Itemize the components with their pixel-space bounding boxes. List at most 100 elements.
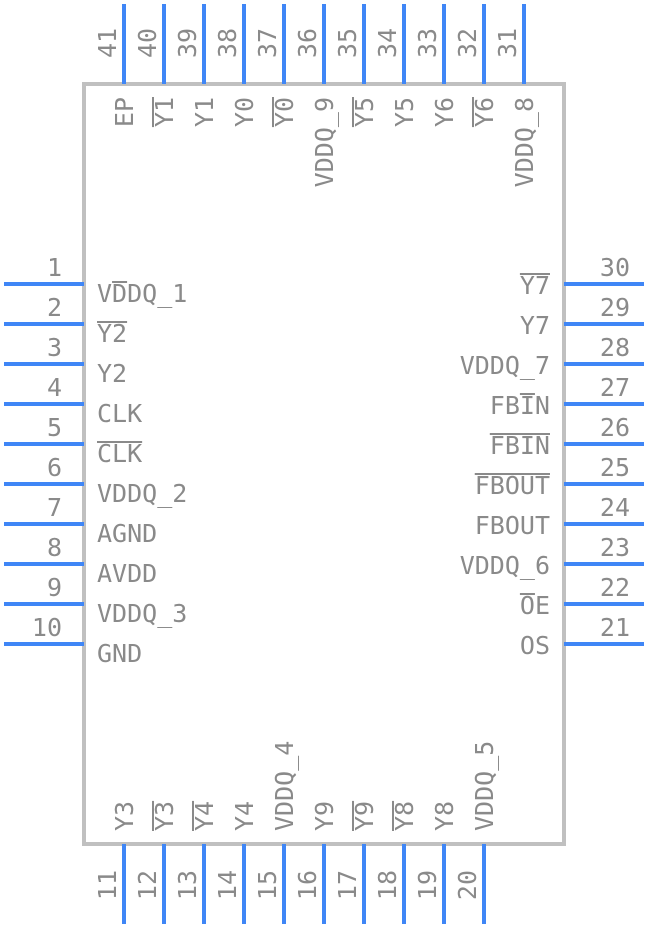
pin-13-number-group: 13 (173, 870, 202, 900)
pin-33-number-group: 33 (413, 28, 442, 58)
pin-24-number: 24 (600, 493, 630, 522)
pin-29-number: 29 (600, 293, 630, 322)
pin-19-label-group: Y8 (430, 801, 459, 831)
pin-25-label: FBOUT (475, 471, 550, 500)
pin-24-label: FBOUT (475, 511, 550, 540)
pin-30-number: 30 (600, 253, 630, 282)
pin-20-number-group: 20 (453, 870, 482, 900)
pin-39-number: 39 (173, 28, 202, 58)
pin-41-label-group: EP (110, 97, 139, 127)
pin-17-number: 17 (333, 870, 362, 900)
pin-41-label: EP (110, 97, 139, 127)
pin-13-number: 13 (173, 870, 202, 900)
pin-16-number: 16 (293, 870, 322, 900)
pin-32-number: 32 (453, 28, 482, 58)
pin-10-label: GND (97, 639, 142, 668)
pin-33-label-group: Y6 (430, 97, 459, 127)
pin-36-number: 36 (293, 28, 322, 58)
pin-23-number: 23 (600, 533, 630, 562)
pin-6-label: VDDQ_2 (97, 479, 187, 508)
pin-7-number: 7 (47, 493, 62, 522)
pin-12-label-group: Y3 (150, 801, 179, 831)
ic-body (82, 82, 566, 846)
pin-11-label-group: Y3 (110, 801, 139, 831)
pin-32-label: Y6 (470, 97, 499, 127)
pin-40-label: Y1 (150, 97, 179, 127)
pin-20-label-group: VDDQ_5 (470, 741, 499, 831)
pin-17-number-group: 17 (333, 870, 362, 900)
pin-5-number: 5 (47, 413, 62, 442)
pin-8-number: 8 (47, 533, 62, 562)
pin-39-label-group: Y1 (190, 97, 219, 127)
pin-15-number-group: 15 (253, 870, 282, 900)
pin-22-label: OE (520, 591, 550, 620)
pin-19-label: Y8 (430, 801, 459, 831)
pin-38-label-group: Y0 (230, 97, 259, 127)
pin-26-label: FBIN (490, 431, 550, 460)
pin-16-number-group: 16 (293, 870, 322, 900)
pin-4-label: CLK (97, 399, 142, 428)
pin-14-label-group: Y4 (230, 801, 259, 831)
pin-29-label: Y7 (520, 311, 550, 340)
pin-14-number-group: 14 (213, 870, 242, 900)
pin-19-number-group: 19 (413, 870, 442, 900)
pin-33-label: Y6 (430, 97, 459, 127)
pin-35-label: Y5 (350, 97, 379, 127)
pin-19-number: 19 (413, 870, 442, 900)
pin-34-label-group: Y5 (390, 97, 419, 127)
pin-27-label: FBIN (490, 391, 550, 420)
pin-37-number-group: 37 (253, 28, 282, 58)
pin-14-number: 14 (213, 870, 242, 900)
pin-40-number: 40 (133, 28, 162, 58)
pin-21-number: 21 (600, 613, 630, 642)
pin-6-number: 6 (47, 453, 62, 482)
pin-36-label: VDDQ_9 (310, 97, 339, 187)
pin-9-number: 9 (47, 573, 62, 602)
pin-28-label: VDDQ_7 (460, 351, 550, 380)
pin-32-label-group: Y6 (470, 97, 499, 127)
pin-31-number-group: 31 (493, 28, 522, 58)
pin-11-number-group: 11 (93, 870, 122, 900)
pin-33-number: 33 (413, 28, 442, 58)
pin-23-label: VDDQ_6 (460, 551, 550, 580)
pin-9-label: VDDQ_3 (97, 599, 187, 628)
pin-12-label: Y3 (150, 801, 179, 831)
pin-36-number-group: 36 (293, 28, 322, 58)
pin-35-label-group: Y5 (350, 97, 379, 127)
pin-17-label-group: Y9 (350, 801, 379, 831)
pin-13-label: Y4 (190, 801, 219, 831)
pin-20-label: VDDQ_5 (470, 741, 499, 831)
pin-17-label: Y9 (350, 801, 379, 831)
pin-13-label-group: Y4 (190, 801, 219, 831)
pin-4-number: 4 (47, 373, 62, 402)
pin-2-label: Y2 (97, 319, 127, 348)
pins-layer: 1VDDQ_12Y23Y24CLK5CLK6VDDQ_27AGND8AVDD9V… (4, 4, 644, 924)
pin-18-number-group: 18 (373, 870, 402, 900)
pin-34-label: Y5 (390, 97, 419, 127)
pin-31-label-group: VDDQ_8 (510, 97, 539, 187)
pin-38-number: 38 (213, 28, 242, 58)
pin-15-number: 15 (253, 870, 282, 900)
pin-2-number: 2 (47, 293, 62, 322)
pin-16-label-group: Y9 (310, 801, 339, 831)
pin-31-label: VDDQ_8 (510, 97, 539, 187)
pin-5-label: CLK (97, 439, 142, 468)
pin-41-number-group: 41 (93, 28, 122, 58)
pin-32-number-group: 32 (453, 28, 482, 58)
pin-41-number: 41 (93, 28, 122, 58)
pin-12-number-group: 12 (133, 870, 162, 900)
pin-1-number: 1 (47, 253, 62, 282)
pin-3-number: 3 (47, 333, 62, 362)
pin-40-label-group: Y1 (150, 97, 179, 127)
pin-18-label: Y8 (390, 801, 419, 831)
pin-8-label: AVDD (97, 559, 157, 588)
pin-38-number-group: 38 (213, 28, 242, 58)
pin-11-label: Y3 (110, 801, 139, 831)
pin-31-number: 31 (493, 28, 522, 58)
pin-37-label: Y0 (270, 97, 299, 127)
pin-36-label-group: VDDQ_9 (310, 97, 339, 187)
pin-11-number: 11 (93, 870, 122, 900)
pin-22-number: 22 (600, 573, 630, 602)
pin-34-number: 34 (373, 28, 402, 58)
